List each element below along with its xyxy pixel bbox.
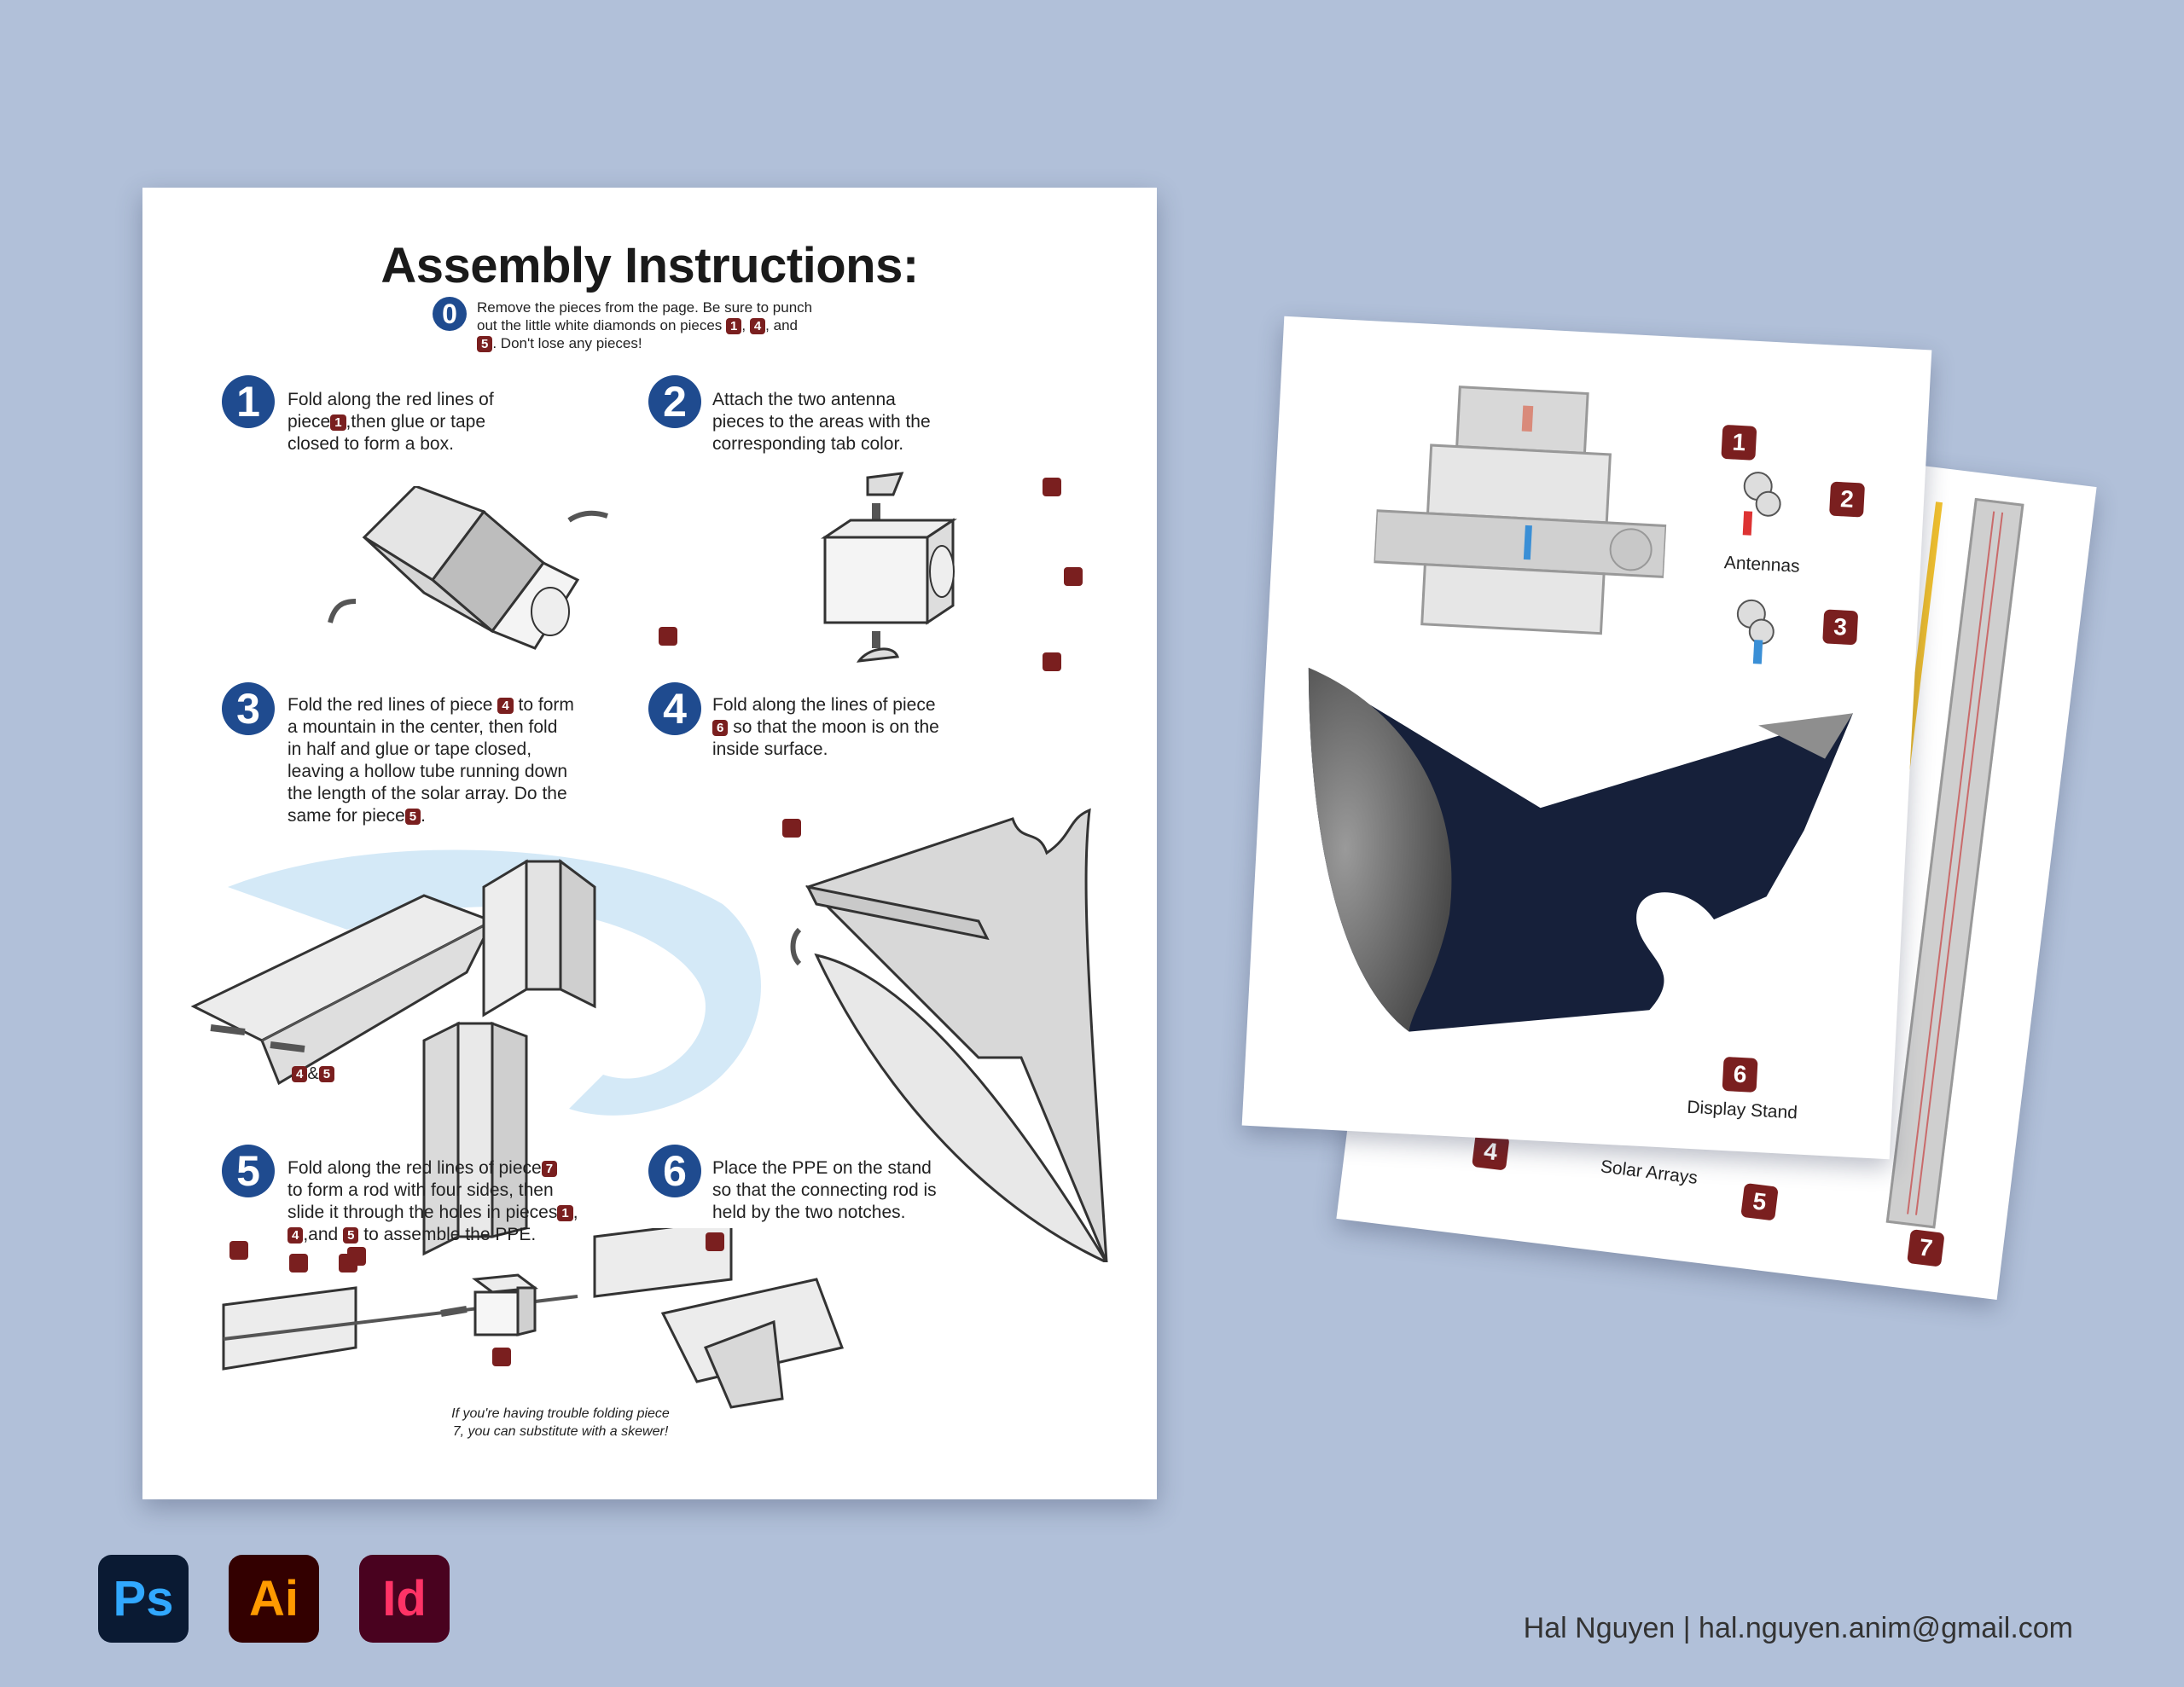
step-1-text-rest: ,then glue or tape [346,412,486,432]
display-stand-label: Display Stand [1686,1097,1798,1123]
pieces-sheet: 1 2 Antennas 3 6 Display Stand [1241,316,1932,1160]
step-4-number: 4 [648,682,701,735]
step-5-number: 5 [222,1145,275,1197]
step-6-number: 6 [648,1145,701,1197]
instructions-page: Assembly Instructions: 0 Remove the piec… [142,188,1157,1499]
illustrator-icon: Ai [229,1555,319,1643]
step-3-line: a mountain in the center, then fold [288,717,558,737]
skewer-note: If you're having trouble folding piece 7… [424,1405,697,1441]
piece-tag-5: 5 [1740,1182,1779,1221]
step-4-line: inside surface. [712,739,828,759]
piece-tag-1: 1 [1721,424,1757,461]
step-2-line: pieces to the areas with the [712,412,931,432]
antennas-label: Antennas [1723,553,1801,577]
step-1-piece-word: piece [288,412,331,432]
step-5-text-a: Fold along the red lines of piece [288,1158,542,1178]
step-3-text-a: Fold the red lines of piece [288,695,493,715]
step-5-and: ,and [303,1225,339,1244]
step-0-text-d: . Don't lose any pieces! [492,335,642,352]
piece-tag: 1 [726,318,742,335]
box-fold-illustration [328,486,677,650]
step-3-line: in half and glue or tape closed, [288,739,532,759]
step-5-line: to form a rod with four sides, then [288,1180,554,1200]
step-2-line: Attach the two antenna [712,390,896,409]
piece-tag: 1 [557,1204,573,1221]
step-2-text: Attach the two antenna pieces to the are… [712,389,931,455]
moon-stand-illustration [1308,667,1853,1032]
piece-tag-2: 2 [1829,481,1866,518]
piece-tag: 4 [749,318,766,335]
step-6-text: Place the PPE on the stand so that the c… [712,1157,937,1224]
indesign-icon: Id [359,1555,450,1643]
step-5-text-d: to assemble the PPE. [363,1225,537,1244]
solar-array-fold-illustration [190,849,761,1272]
step-5-comma: , [572,1203,578,1222]
antenna-2-icon [1742,472,1781,536]
piece-tag: 5 [404,808,421,825]
step-3-text-c: same for piece [288,806,405,826]
ppe-assembly-illustration [222,1228,845,1409]
step-2-number: 2 [648,375,701,428]
step-4-text: Fold along the lines of piece 6 so that … [712,694,939,761]
antenna-3-icon [1736,599,1774,664]
author-credit: Hal Nguyen | hal.nguyen.anim@gmail.com [1523,1612,2073,1644]
step-4-line: 6 so that the moon is on the [712,716,939,739]
ampersand: & [307,1064,319,1083]
step-5-line: 4,and 5 to assemble the PPE. [288,1224,578,1246]
step-0-text: Remove the pieces from the page. Be sure… [477,299,813,353]
piece-tag: 4 [288,1226,304,1244]
solar-arrays-label: Solar Arrays [1599,1157,1699,1189]
piece-tag: 4 [497,697,514,714]
step-0-number: 0 [433,297,467,331]
step-3-line: the length of the solar array. Do the [288,784,567,803]
step-3-text-d: . [421,806,426,826]
step-4-text-b: so that the moon is on the [733,717,939,737]
piece-tag: 5 [477,336,493,353]
step-3-text-b: to form [518,695,574,715]
skewer-note-line: 7, you can substitute with a skewer! [452,1424,669,1439]
stand-fold-illustration [782,808,1108,1262]
step-1-line: Fold along the red lines of [288,390,494,409]
step-0-text-c: , and [765,317,798,333]
step-1-line: closed to form a box. [288,434,454,454]
step-0-line-a: Remove the pieces from the page. Be sure… [477,299,813,316]
piece-tag: 7 [541,1160,558,1177]
step-6-line: held by the two notches. [712,1203,906,1222]
step-0-line-c: 5. Don't lose any pieces! [477,334,812,353]
piece-tag: 4 [292,1066,308,1083]
step-6-line: Place the PPE on the stand [712,1158,932,1178]
piece-tag-7: 7 [1907,1229,1945,1267]
box-net-illustration [1372,386,1668,635]
piece-tag: 5 [343,1226,359,1244]
step-3-number: 3 [222,682,275,735]
step-1-number: 1 [222,375,275,428]
step-3-line: leaving a hollow tube running down [288,762,568,781]
step-3-line: Fold the red lines of piece 4 to form [288,694,574,716]
piece-tag: 5 [318,1066,335,1083]
piece-tag: 6 [712,719,729,736]
skewer-note-line: If you're having trouble folding piece [451,1406,670,1421]
step-5-text-c: slide it through the holes in pieces [288,1203,558,1222]
step-2-line: corresponding tab color. [712,434,904,454]
piece-tag-6: 6 [1722,1056,1758,1093]
step-3-text: Fold the red lines of piece 4 to form a … [288,694,574,827]
step-6-line: so that the connecting rod is [712,1180,937,1200]
piece-tag-3: 3 [1822,609,1859,646]
step-0-line-b: out the little white diamonds on pieces … [477,317,798,335]
piece-tag: 1 [330,414,346,431]
page-title: Assembly Instructions: [380,238,919,293]
photoshop-icon: Ps [98,1555,189,1643]
step-4-line: Fold along the lines of piece [712,695,936,715]
antenna-attach-illustration [821,472,1083,671]
tag-4-and-5: 4&5 [292,1064,335,1083]
step-0-text-b: out the little white diamonds on pieces [477,317,723,333]
